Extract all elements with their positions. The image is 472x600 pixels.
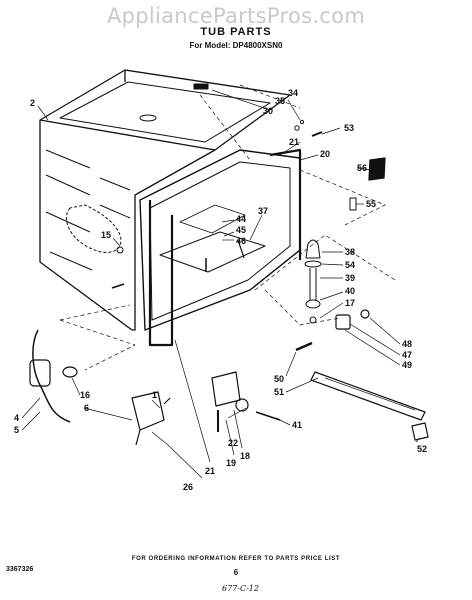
callout-47: 47 — [402, 350, 412, 360]
callout-35: 35 — [275, 96, 285, 106]
tub-front-frame — [139, 149, 301, 331]
ordering-info-footer: FOR ORDERING INFORMATION REFER TO PARTS … — [131, 556, 341, 562]
callout-21a: 21 — [289, 137, 299, 147]
callout-45: 45 — [236, 225, 246, 235]
callout-4: 4 — [14, 413, 19, 423]
callout-51: 51 — [274, 387, 284, 397]
callout-6: 6 — [84, 403, 89, 413]
callout-21b: 21 — [205, 466, 215, 476]
callout-19: 19 — [226, 458, 236, 468]
document-number: 3367326 — [6, 566, 34, 573]
tub-outer — [39, 69, 291, 151]
callout-55: 55 — [366, 199, 376, 209]
callout-30: 30 — [263, 106, 273, 116]
callout-18: 18 — [240, 451, 250, 461]
callout-44: 44 — [236, 214, 246, 224]
callout-41: 41 — [292, 420, 302, 430]
callout-37: 37 — [258, 206, 268, 216]
callout-16: 16 — [80, 390, 90, 400]
diagram-title: TUB PARTS — [200, 26, 272, 38]
callout-48: 48 — [402, 339, 412, 349]
callout-53: 53 — [344, 123, 354, 133]
watermark: AppliancePartsPros.com — [106, 4, 366, 28]
callout-52: 52 — [417, 444, 427, 454]
callout-38: 38 — [345, 247, 355, 257]
callout-49: 49 — [402, 360, 412, 370]
callout-54: 54 — [345, 260, 355, 270]
model-line: For Model: DP4800XSN0 — [189, 41, 283, 50]
gasket-20 — [269, 148, 302, 260]
callout-15: 15 — [101, 230, 111, 240]
callout-34: 34 — [288, 88, 298, 98]
callout-1: 1 — [152, 390, 157, 400]
callout-5: 5 — [14, 425, 19, 435]
callout-17: 17 — [345, 298, 355, 308]
handwritten-note: 677-C-12 — [222, 584, 259, 593]
rail-51 — [310, 371, 426, 421]
callout-50: 50 — [274, 374, 284, 384]
callout-20: 20 — [320, 149, 330, 159]
callout-2: 2 — [30, 98, 35, 108]
callout-26: 26 — [183, 482, 193, 492]
callout-46: 46 — [236, 236, 246, 246]
callout-40: 40 — [345, 286, 355, 296]
callout-56: 56 — [357, 163, 367, 173]
callout-22: 22 — [228, 438, 238, 448]
gasket-21 — [148, 200, 174, 347]
callout-39: 39 — [345, 273, 355, 283]
page-number: 6 — [233, 568, 239, 577]
